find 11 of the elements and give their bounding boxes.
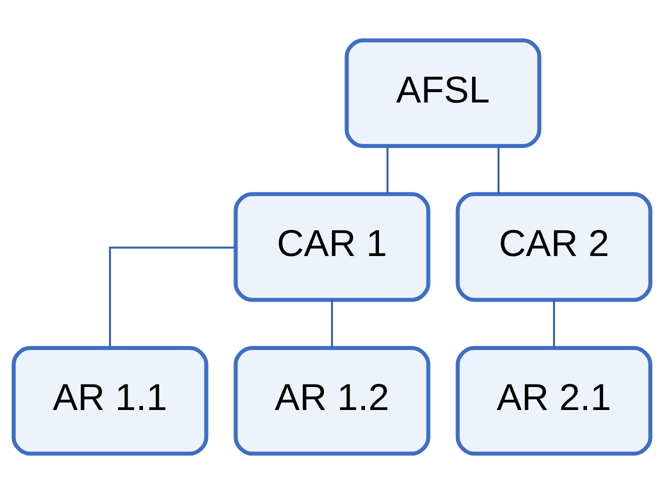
node-box: AR 2.1 <box>456 346 652 456</box>
connector <box>386 146 389 194</box>
node-box: CAR 2 <box>456 192 652 302</box>
node-box: AR 1.1 <box>12 346 208 456</box>
connector <box>331 300 333 348</box>
node-box: AFSL <box>344 38 542 148</box>
node-box: AR 1.2 <box>234 346 430 456</box>
connector <box>108 246 236 348</box>
connector <box>498 146 500 194</box>
connector <box>553 300 556 348</box>
node-box: CAR 1 <box>234 192 430 302</box>
